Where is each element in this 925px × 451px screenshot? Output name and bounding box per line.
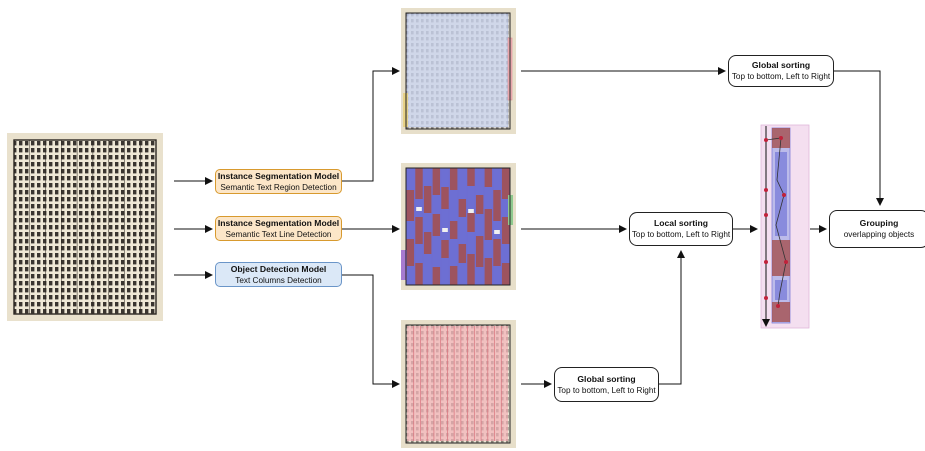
- text-line-mask: [501, 199, 510, 217]
- text-line-mask: [441, 168, 449, 187]
- text-line-mask: [441, 209, 449, 240]
- text-line-mask: [441, 258, 449, 285]
- text-line-mask: [475, 195, 484, 214]
- text-line-mask: [458, 217, 467, 244]
- text-line-mask: [449, 221, 458, 239]
- text-line-mask: [423, 232, 432, 254]
- text-line-mask: [432, 236, 441, 267]
- line-detection-model-box: Instance Segmentation Model Semantic Tex…: [215, 216, 342, 241]
- local-sorting-title: Local sorting: [654, 218, 708, 228]
- text-line-gap: [494, 230, 500, 234]
- text-line-mask: [493, 239, 501, 266]
- text-line-detection-result: [401, 163, 516, 290]
- text-line-mask: [423, 186, 432, 213]
- text-line-mask: [406, 168, 415, 190]
- global-sorting-top-subtitle: Top to bottom, Left to Right: [731, 72, 831, 81]
- column-detection-model-box: Object Detection Model Text Columns Dete…: [215, 262, 342, 287]
- region-detection-model-box: Instance Segmentation Model Semantic Tex…: [215, 169, 342, 194]
- text-line-mask: [467, 254, 475, 285]
- text-line-mask: [475, 168, 484, 195]
- column-model-title: Object Detection Model: [230, 263, 327, 274]
- text-line-mask: [415, 217, 423, 244]
- text-line-mask: [458, 263, 467, 285]
- connector-arrows: [174, 67, 884, 388]
- column-grouping-illustration: [760, 124, 810, 329]
- text-line-mask: [415, 168, 423, 199]
- local-sorting-box: Local sorting Top to bottom, Left to Rig…: [629, 212, 733, 246]
- region-model-title: Instance Segmentation Model: [217, 170, 340, 181]
- line-model-title: Instance Segmentation Model: [217, 217, 340, 228]
- global-sorting-bottom-box: Global sorting Top to bottom, Left to Ri…: [554, 367, 659, 402]
- text-line-mask: [467, 232, 475, 254]
- grouping-subtitle: overlapping objects: [843, 230, 915, 239]
- text-line-mask: [406, 266, 415, 285]
- text-line-mask: [484, 240, 493, 258]
- text-line-mask: [484, 258, 493, 285]
- region-model-subtitle: Semantic Text Region Detection: [220, 182, 337, 192]
- source-manuscript-page: [7, 133, 163, 321]
- line-model-subtitle: Semantic Text Line Detection: [225, 229, 332, 239]
- global-sorting-bottom-subtitle: Top to bottom, Left to Right: [557, 385, 656, 395]
- text-line-mask: [484, 209, 493, 240]
- global-sorting-top-title: Global sorting: [751, 60, 811, 70]
- text-column-masks: [413, 326, 502, 441]
- text-line-mask: [441, 240, 449, 258]
- text-line-mask: [501, 217, 510, 244]
- text-region-detection-result: [401, 8, 516, 134]
- text-line-mask: [475, 214, 484, 236]
- text-line-mask: [484, 187, 493, 209]
- text-line-mask: [467, 213, 475, 232]
- text-line-mask: [432, 267, 441, 285]
- text-line-mask: [501, 263, 510, 285]
- text-line-gap: [442, 228, 448, 232]
- text-line-mask: [423, 213, 432, 232]
- text-line-mask: [501, 168, 510, 199]
- text-line-mask: [467, 168, 475, 186]
- text-line-mask: [458, 199, 467, 217]
- text-line-mask: [406, 221, 415, 239]
- text-line-mask: [493, 266, 501, 285]
- text-line-mask: [432, 168, 441, 195]
- text-line-mask: [449, 239, 458, 266]
- source-column-rules: [29, 140, 141, 314]
- text-line-mask: [406, 239, 415, 266]
- text-line-mask: [415, 263, 423, 285]
- text-line-mask: [432, 195, 441, 214]
- global-sorting-top-box: Global sorting Top to bottom, Left to Ri…: [728, 55, 834, 87]
- grouping-box: Grouping overlapping objects: [829, 210, 925, 248]
- text-line-mask: [458, 244, 467, 263]
- text-line-mask: [406, 190, 415, 221]
- text-line-mask: [475, 267, 484, 285]
- local-sorting-subtitle: Top to bottom, Left to Right: [631, 230, 731, 239]
- text-line-mask: [449, 168, 458, 190]
- text-line-mask: [493, 168, 501, 190]
- text-line-mask: [449, 266, 458, 285]
- text-line-masks: [406, 168, 510, 285]
- text-line-mask: [475, 236, 484, 267]
- text-line-mask: [467, 186, 475, 213]
- text-column-detection-result: [401, 320, 516, 448]
- text-line-gap: [468, 209, 474, 213]
- text-line-mask: [423, 168, 432, 186]
- text-line-mask: [415, 244, 423, 263]
- column-model-subtitle: Text Columns Detection: [235, 275, 322, 285]
- text-line-gap: [416, 207, 422, 211]
- text-line-mask: [432, 214, 441, 236]
- text-line-mask: [493, 190, 501, 221]
- text-line-mask: [484, 168, 493, 187]
- text-line-mask: [449, 190, 458, 221]
- text-line-mask: [458, 168, 467, 199]
- text-line-mask: [501, 244, 510, 263]
- grouping-title: Grouping: [859, 218, 899, 228]
- text-line-mask: [423, 254, 432, 285]
- text-line-mask: [441, 187, 449, 209]
- global-sorting-bottom-title: Global sorting: [577, 373, 636, 384]
